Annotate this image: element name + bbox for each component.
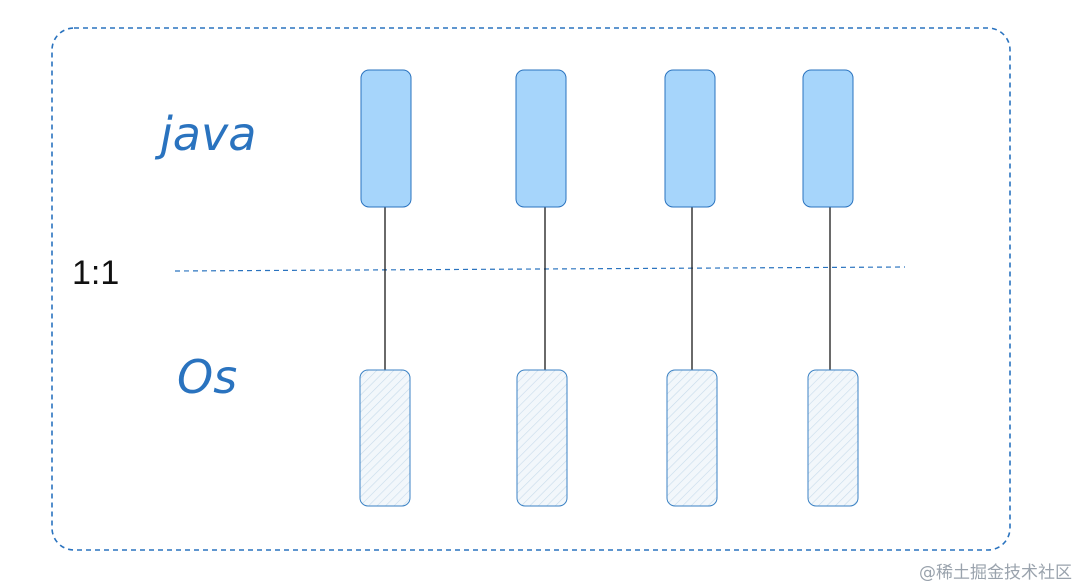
- java-label: java: [154, 107, 256, 161]
- java-thread-block: [515, 69, 567, 208]
- ratio-divider-line: [174, 266, 906, 272]
- thread-pair-3: [664, 69, 718, 507]
- os-thread-block: [359, 369, 411, 507]
- outer-frame: [51, 27, 1011, 551]
- thread-pair-2: [515, 69, 568, 507]
- os-thread-block: [516, 369, 568, 507]
- os-label: Os: [177, 350, 237, 404]
- java-thread-block: [664, 69, 716, 208]
- os-thread-block: [807, 369, 859, 507]
- os-thread-block: [666, 369, 718, 507]
- ratio-label: 1:1: [72, 254, 119, 292]
- java-thread-block: [360, 69, 412, 208]
- watermark-text: @稀土掘金技术社区: [919, 563, 1072, 583]
- thread-pair-1: [359, 69, 412, 507]
- java-thread-block: [802, 69, 854, 208]
- thread-pair-4: [802, 69, 859, 507]
